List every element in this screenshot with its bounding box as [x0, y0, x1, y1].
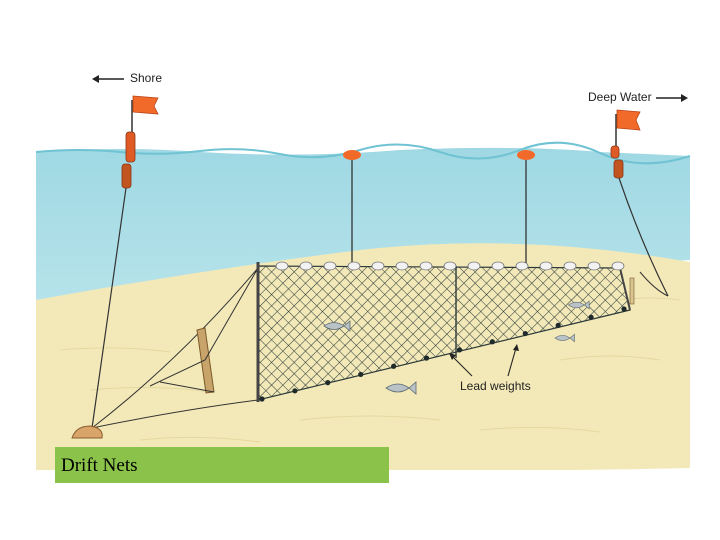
- lead-weight: [292, 388, 298, 394]
- net-float: [467, 261, 481, 271]
- lead-weight: [588, 314, 594, 320]
- net-float: [515, 261, 529, 271]
- net-float: [611, 261, 625, 271]
- lead-weight: [456, 347, 463, 353]
- lead-weights-label: Lead weights: [460, 379, 531, 393]
- lead-weight: [391, 363, 397, 369]
- fish: [567, 300, 590, 310]
- net-float: [491, 261, 505, 271]
- net-float: [299, 261, 313, 271]
- net-float: [563, 261, 577, 271]
- lead-weight: [489, 339, 495, 345]
- deep-water-arrow: [656, 94, 688, 102]
- lead-weight: [423, 355, 430, 361]
- lead-weight: [358, 371, 364, 378]
- net-float: [395, 261, 409, 271]
- lead-weight: [325, 380, 331, 386]
- shore-arrow: [92, 75, 124, 83]
- left-flag-buoy: [121, 95, 159, 189]
- lead-weight: [522, 330, 528, 337]
- deep-water-label: Deep Water: [588, 90, 652, 104]
- lead-weights-line: [259, 306, 627, 402]
- net-float: [275, 261, 289, 271]
- fish: [554, 333, 575, 343]
- surface-float: [517, 150, 535, 160]
- lead-weight: [259, 396, 265, 402]
- caption-banner: Drift Nets: [55, 447, 389, 483]
- caption-text: Drift Nets: [61, 455, 138, 476]
- support-stake: [149, 267, 259, 394]
- surface-float: [343, 150, 361, 160]
- net-float: [419, 261, 433, 271]
- net-float: [587, 261, 601, 271]
- water-surface: [35, 141, 691, 165]
- float-line: [275, 261, 625, 271]
- fish: [385, 381, 417, 395]
- fish: [323, 320, 351, 332]
- net-float: [323, 261, 337, 271]
- net-float: [371, 261, 385, 271]
- lead-weight: [621, 306, 627, 312]
- net-float: [539, 261, 553, 271]
- right-flag-buoy: [610, 109, 641, 179]
- anchor-rock: [71, 425, 103, 439]
- shore-label: Shore: [130, 71, 163, 85]
- net-float: [347, 261, 361, 271]
- lead-weight: [555, 322, 561, 328]
- net-float: [443, 261, 457, 271]
